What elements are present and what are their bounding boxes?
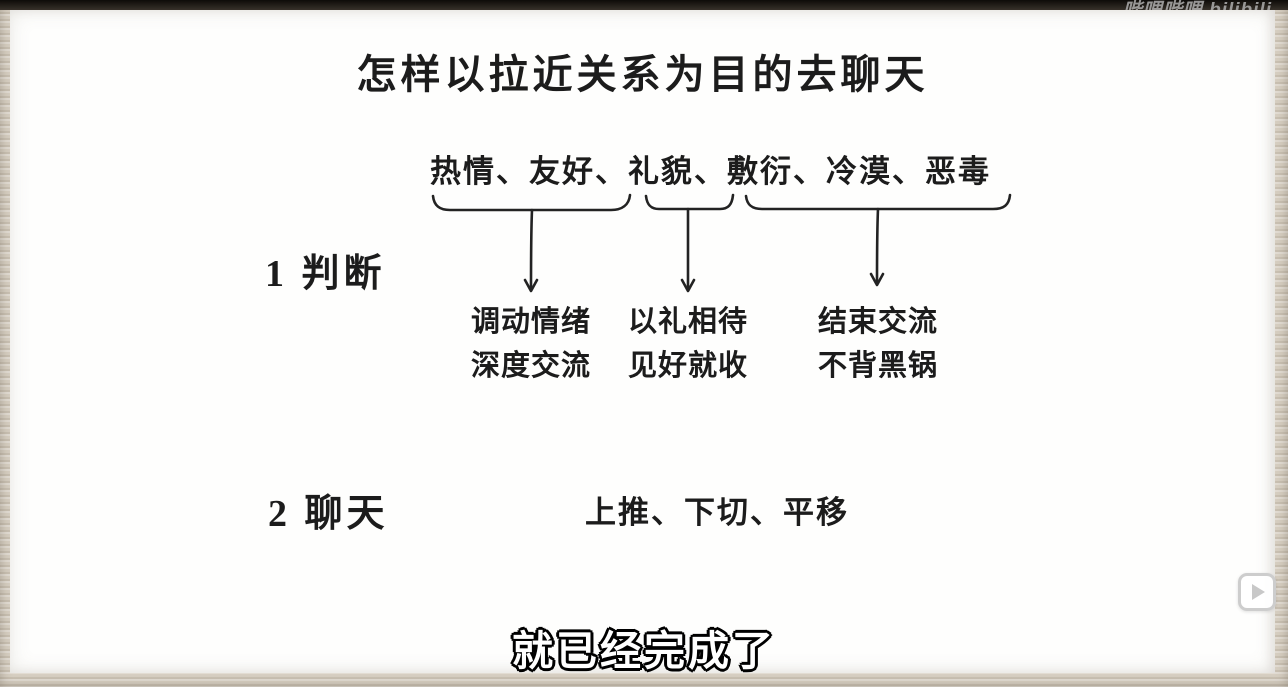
result-line: 结束交流 [817,306,938,338]
bracket-arrow-group-polite [644,193,735,293]
attitude-categories-line: 热情、友好、礼貌、敷衍、冷漠、恶毒 [430,154,991,189]
result-line: 不背黑锅 [817,350,938,382]
result-line: 见好就收 [627,350,748,382]
result-line: 深度交流 [470,350,591,382]
result-line: 调动情绪 [470,306,591,338]
result-line: 以礼相待 [627,306,748,338]
result-block-negative: 结束交流 不背黑锅 [783,300,973,388]
bracket-arrow-group-negative [744,193,1012,287]
frame-top-edge [0,0,1288,10]
mini-player-button[interactable] [1238,573,1276,611]
bracket-arrow-group-warm [431,193,632,293]
result-block-warm: 调动情绪 深度交流 [430,300,632,388]
slide-title: 怎样以拉近关系为目的去聊天 [356,52,929,97]
step-label-judge: 1 判断 [265,253,386,295]
result-block-polite: 以礼相待 见好就收 [598,300,778,388]
chat-methods-line: 上推、下切、平移 [585,495,849,530]
play-icon [1252,584,1265,600]
step-label-chat: 2 聊天 [268,493,389,535]
whiteboard-slide: 怎样以拉近关系为目的去聊天 热情、友好、礼貌、敷衍、冷漠、恶毒 调动情绪 深度交… [10,10,1275,673]
video-subtitle: 就已经完成了 [512,628,776,674]
